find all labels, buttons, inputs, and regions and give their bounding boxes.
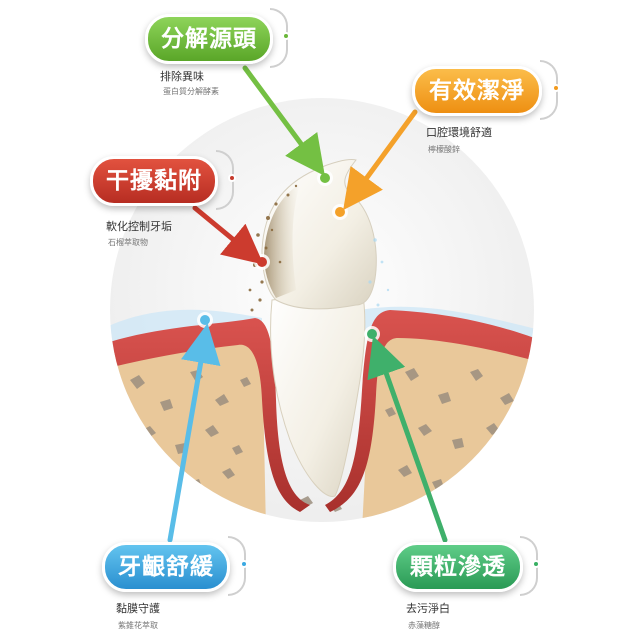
tooth-root [270,289,366,497]
arrow-clean [343,109,418,211]
arrow-soothe [167,323,221,543]
particle-title: 顆粒滲透 [393,542,523,592]
adhesion-desc: 軟化控制牙垢 [106,220,172,233]
soothe-source: 紫錐花萃取 [118,621,158,630]
gum-left [110,318,310,512]
clean-title: 有效潔淨 [412,66,542,116]
arrow-particle [367,335,448,543]
adhesion-source: 石榴萃取物 [108,238,148,247]
clean-desc: 口腔環境舒適 [426,126,492,139]
clean-source: 檸檬酸鋅 [428,145,460,154]
decompose-dot-icon [282,32,290,40]
arrow-decompose [242,65,325,177]
bone [110,339,266,522]
particle-source: 赤藻糖醇 [408,621,440,630]
arrow-adhesion [192,205,264,265]
clean-dot-icon [552,84,560,92]
decompose-title: 分解源頭 [145,14,273,64]
adhesion-title: 干擾黏附 [90,156,218,206]
decompose-desc: 排除異味 [160,70,204,83]
soothe-dot-icon [240,560,248,568]
particle-dot-icon [532,560,540,568]
adhesion-dot-icon [228,174,236,182]
soothe-desc: 黏膜守護 [116,602,160,615]
particle-desc: 去污淨白 [406,602,450,615]
soothe-title: 牙齦舒緩 [102,542,230,592]
decompose-source: 蛋白質分解酵素 [163,87,219,96]
